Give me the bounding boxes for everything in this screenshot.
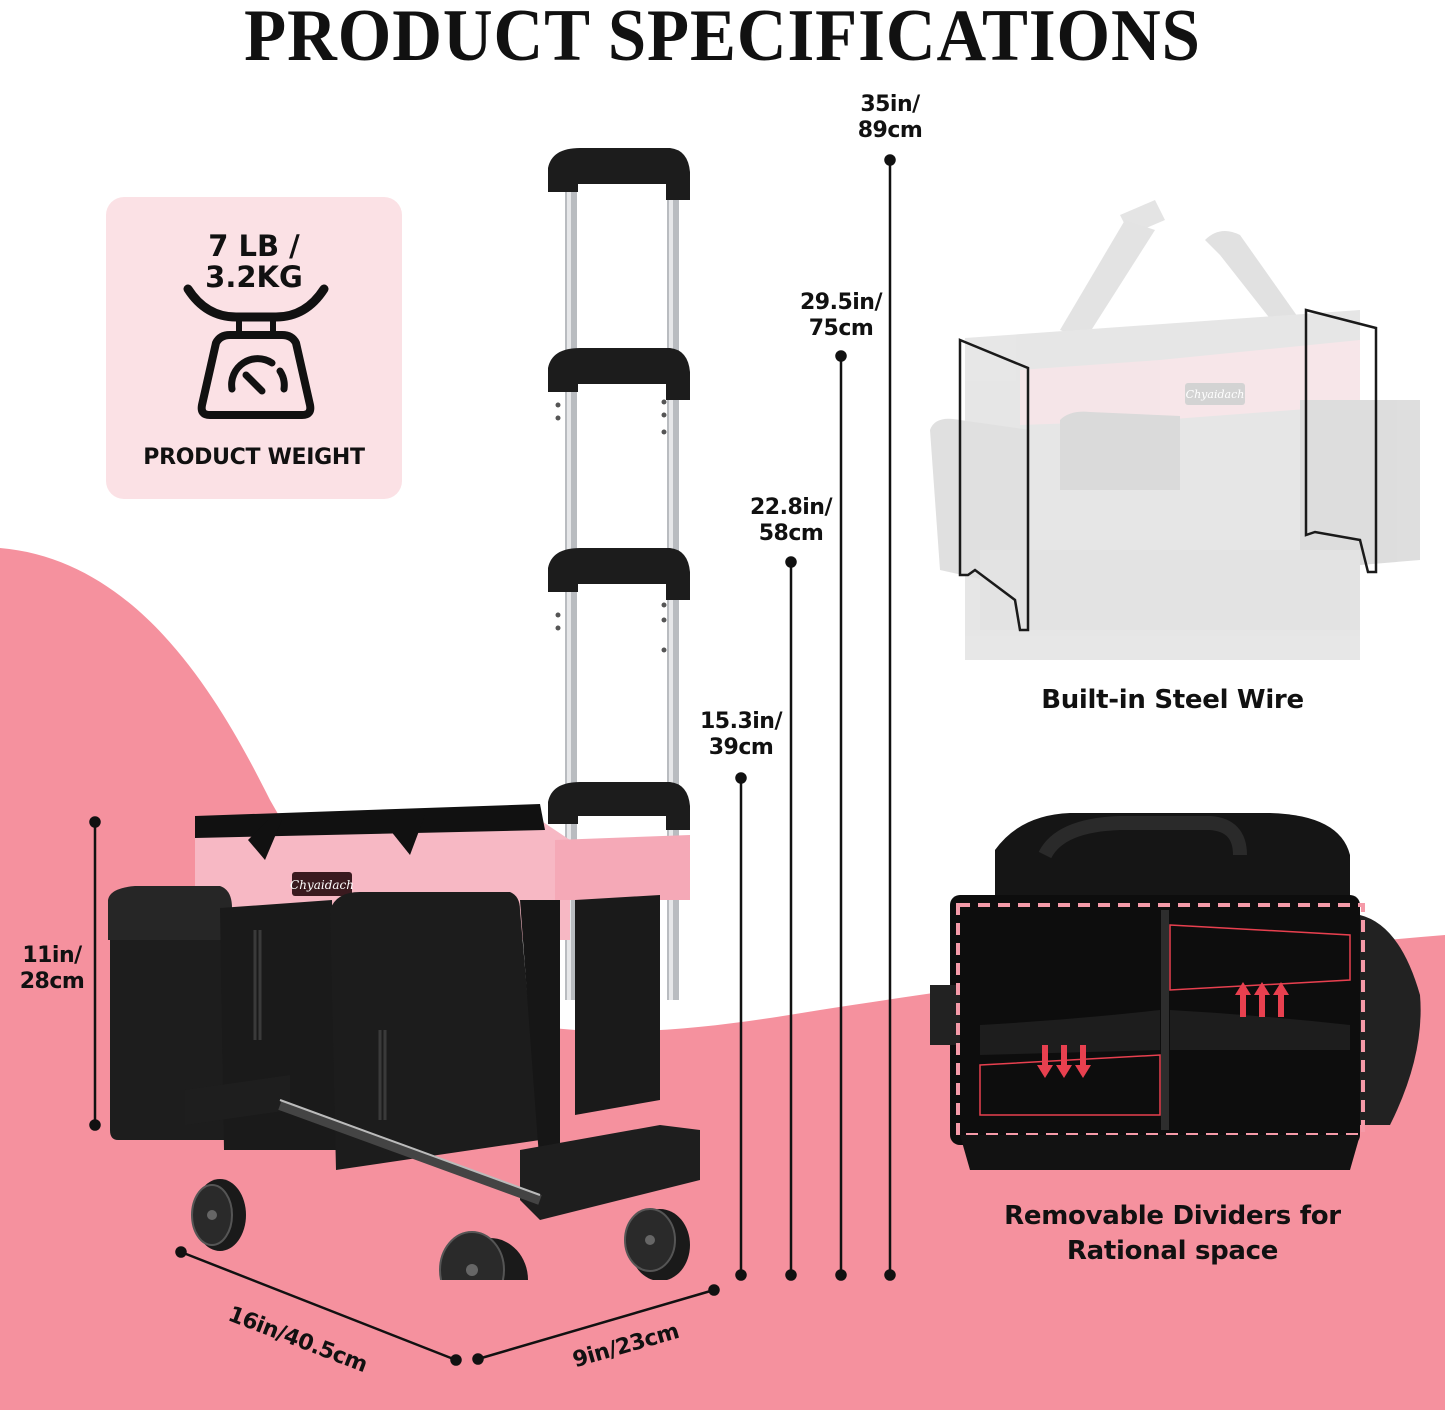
wheel <box>624 1208 690 1280</box>
product-weight-card: 7 LB / 3.2KG PRODUCT WEIGHT <box>106 197 402 499</box>
weight-caption: PRODUCT WEIGHT <box>143 445 365 470</box>
weight-lb: 7 LB / <box>208 229 300 263</box>
removable-dividers-image <box>930 813 1421 1170</box>
dividers-caption: Removable Dividers for Rational space <box>1004 1201 1341 1266</box>
height-label-level1: 15.3in/39cm <box>699 709 783 760</box>
height-label-level3: 29.5in/75cm <box>799 290 883 341</box>
page-title: PRODUCT SPECIFICATIONS <box>244 0 1201 77</box>
steel-wire-bag-image: Chyaidach <box>930 200 1420 660</box>
weight-value: 7 LB / 3.2KG <box>106 231 402 293</box>
trolley-cart-image: Chyaidach <box>108 148 700 1280</box>
bag-height-label: 11in/28cm <box>19 943 85 994</box>
steel-wire-caption: Built-in Steel Wire <box>1041 685 1304 715</box>
wheel <box>439 1231 528 1280</box>
svg-text:Chyaidach: Chyaidach <box>1186 388 1245 401</box>
weight-kg: 3.2KG <box>205 260 303 294</box>
scale-icon <box>183 284 329 419</box>
height-label-level2: 22.8in/58cm <box>749 495 833 546</box>
height-label-max: 35in/89cm <box>857 92 923 143</box>
brand-logo: Chyaidach <box>290 878 354 892</box>
wheel <box>191 1179 246 1251</box>
